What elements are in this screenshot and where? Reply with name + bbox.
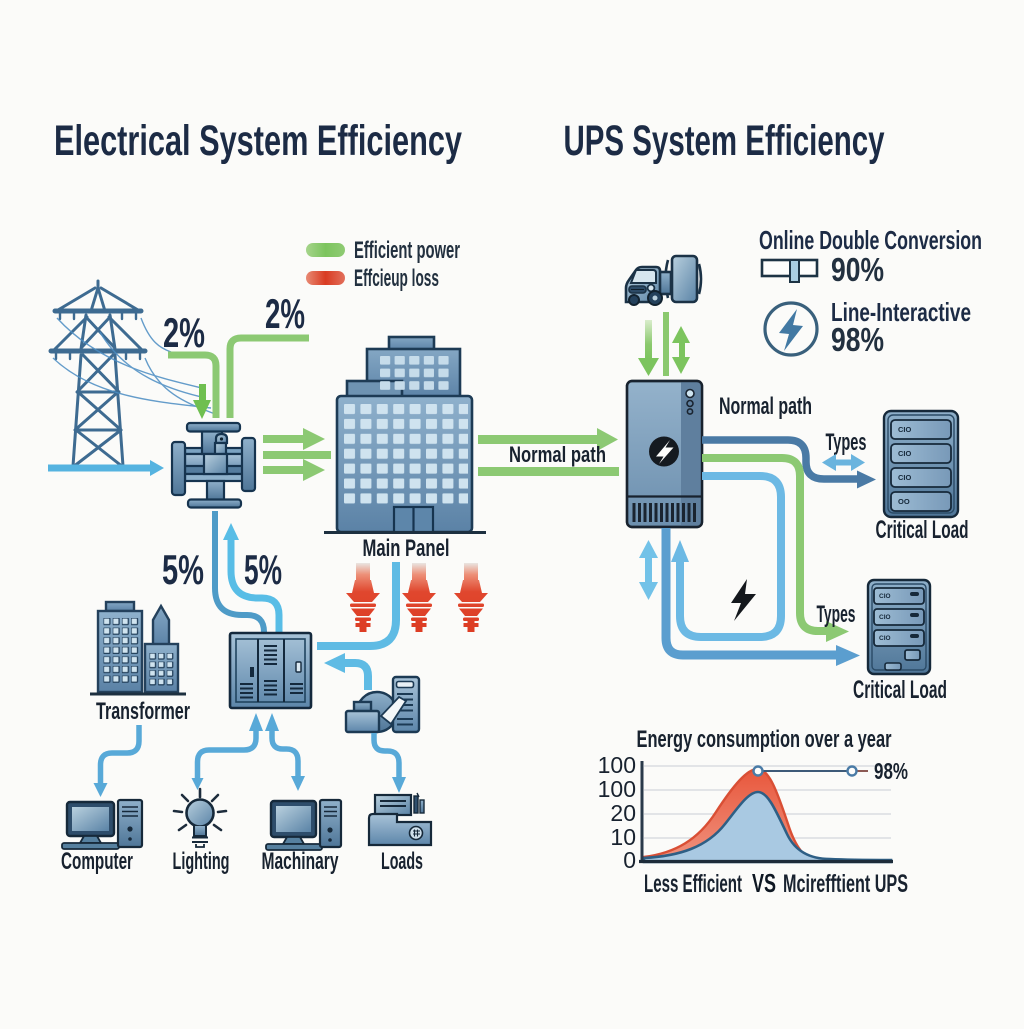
svg-text:CIO: CIO (898, 449, 912, 458)
svg-text:Critical Load: Critical Load (853, 676, 947, 704)
svg-text:Loads: Loads (381, 848, 423, 875)
svg-text:98%: 98% (874, 758, 908, 784)
svg-text:CIO: CIO (898, 425, 912, 434)
svg-text:Efficient power: Efficient power (354, 237, 460, 264)
svg-text:5%: 5% (162, 546, 204, 593)
svg-text:Electrical System Efficiency: Electrical System Efficiency (54, 117, 462, 165)
svg-text:CIO: CIO (879, 593, 891, 600)
svg-text:98%: 98% (831, 321, 884, 358)
svg-text:Line-Interactive: Line-Interactive (831, 297, 971, 327)
svg-text:90%: 90% (831, 251, 884, 288)
svg-text:Main Panel: Main Panel (363, 535, 450, 562)
svg-text:Online Double Conversion: Online Double Conversion (759, 225, 982, 255)
svg-text:Less Efficient: Less Efficient (644, 870, 742, 898)
svg-text:10: 10 (610, 824, 636, 850)
svg-text:Normal path: Normal path (719, 393, 812, 420)
svg-text:Mcirefftient UPS: Mcirefftient UPS (783, 870, 908, 898)
svg-text:VS: VS (752, 868, 776, 898)
svg-text:Normal path: Normal path (509, 442, 606, 467)
svg-text:Energy consumption over a year: Energy consumption over a year (637, 726, 892, 753)
svg-text:Types: Types (817, 601, 856, 628)
svg-text:Lighting: Lighting (173, 848, 230, 875)
svg-text:UPS System Efficiency: UPS System Efficiency (564, 117, 885, 165)
svg-text:Critical Load: Critical Load (876, 516, 969, 544)
svg-text:Effcieup loss: Effcieup loss (354, 265, 439, 292)
svg-text:Machinary: Machinary (262, 848, 339, 875)
svg-text:CIO: CIO (879, 614, 891, 621)
svg-text:100: 100 (598, 776, 636, 802)
svg-text:CIO: CIO (879, 635, 891, 642)
svg-text:5%: 5% (244, 546, 282, 593)
svg-text:Types: Types (826, 429, 867, 456)
svg-text:2%: 2% (265, 290, 305, 337)
svg-text:2%: 2% (163, 309, 205, 356)
svg-text:CIO: CIO (898, 473, 912, 482)
svg-text:20: 20 (610, 800, 636, 826)
svg-text:Transformer: Transformer (96, 698, 190, 725)
svg-text:100: 100 (598, 752, 636, 778)
svg-text:Computer: Computer (61, 848, 133, 875)
svg-text:0: 0 (623, 847, 636, 873)
svg-text:OO: OO (898, 497, 910, 506)
